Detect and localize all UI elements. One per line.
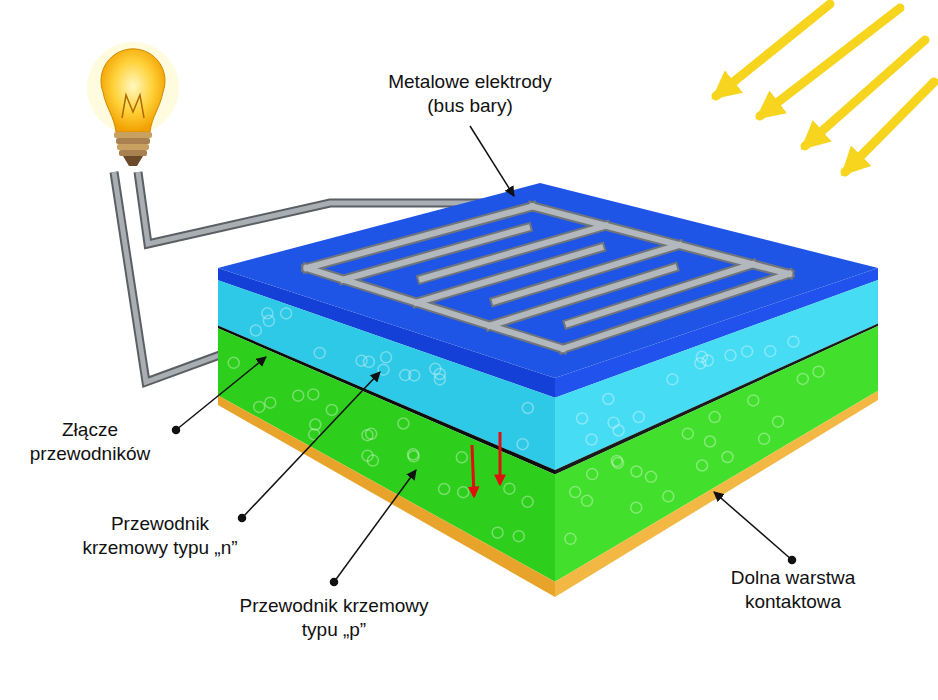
solar-cell-block	[218, 183, 878, 597]
carrier-dot	[611, 455, 622, 466]
carrier-dot	[265, 397, 276, 408]
carrier-dot	[250, 325, 261, 336]
current-arrow	[472, 432, 500, 496]
carrier-dot	[522, 496, 533, 507]
carrier-dot	[582, 495, 593, 506]
part-label: Przewodnik krzemowy typu „n”	[70, 512, 250, 560]
carrier-dot	[367, 455, 378, 466]
carrier-dot	[456, 452, 467, 463]
carrier-dot	[263, 315, 274, 326]
bottom-contact	[218, 395, 555, 597]
carrier-dot	[492, 527, 503, 538]
top-face	[218, 183, 878, 378]
carrier-dot	[788, 336, 799, 347]
carrier-dot	[748, 395, 759, 406]
light-bulb	[87, 42, 179, 166]
carrier-dot	[517, 439, 528, 450]
carrier-dot	[797, 373, 808, 384]
carrier-dot	[705, 436, 716, 447]
carrier-dot	[570, 487, 581, 498]
carrier-dot	[326, 404, 337, 415]
carrier-dot	[603, 394, 614, 405]
carrier-dot	[608, 417, 619, 428]
carrier-dot	[522, 403, 533, 414]
carrier-dot	[254, 401, 265, 412]
part-label: Przewodnik krzemowy typu „p”	[238, 594, 430, 642]
carrier-dot	[356, 355, 367, 366]
carrier-dot	[725, 350, 736, 361]
p-layer	[555, 326, 878, 582]
part-label: Metalowe elektrody (bus bary)	[380, 70, 560, 118]
carrier-dot	[697, 460, 708, 471]
carrier-dot	[773, 416, 784, 427]
bus-bars	[307, 206, 789, 348]
carrier-dot	[631, 466, 642, 477]
carrier-dot	[759, 433, 770, 444]
carrier-dot	[709, 412, 720, 423]
carrier-dot	[667, 374, 678, 385]
carrier-dot	[696, 351, 707, 362]
carrier-dot	[400, 370, 411, 381]
sun-rays	[716, 4, 934, 172]
p-layer	[218, 328, 555, 581]
carrier-dot	[765, 346, 776, 357]
leader-line	[173, 126, 796, 586]
carrier-dot	[434, 374, 445, 385]
carrier-dot	[408, 451, 419, 462]
carrier-dot	[663, 491, 674, 502]
carrier-dot	[565, 533, 576, 544]
carrier-dot	[577, 413, 588, 424]
carrier-dot	[398, 418, 409, 429]
carrier-dot	[381, 352, 392, 363]
carrier-dot	[281, 308, 292, 319]
carrier-dot	[308, 389, 319, 400]
carrier-dot	[504, 483, 515, 494]
carrier-dot	[682, 428, 693, 439]
carrier-dot	[513, 531, 524, 542]
carrier-dot	[587, 469, 598, 480]
carrier-dot	[293, 390, 304, 401]
carrier-dot	[439, 484, 450, 495]
carrier-dot	[262, 308, 273, 319]
bus-bar	[563, 274, 789, 349]
carrier-dot	[646, 471, 657, 482]
part-label: Złącze przewodników	[20, 418, 160, 466]
part-label: Dolna warstwa kontaktowa	[708, 566, 878, 614]
carrier-dot	[742, 346, 753, 357]
bottom-contact	[555, 391, 878, 597]
carrier-dot	[813, 366, 824, 377]
carrier-dot	[366, 428, 377, 439]
carrier-dot	[586, 434, 597, 445]
carrier-dot	[631, 502, 642, 513]
carrier-dot	[613, 425, 624, 436]
carrier-dot	[378, 364, 389, 375]
carrier-dot	[228, 357, 239, 368]
carrier-dot	[314, 347, 325, 358]
carrier-dot	[722, 452, 733, 463]
carrier-dot	[633, 412, 644, 423]
carrier-dot	[458, 487, 469, 498]
